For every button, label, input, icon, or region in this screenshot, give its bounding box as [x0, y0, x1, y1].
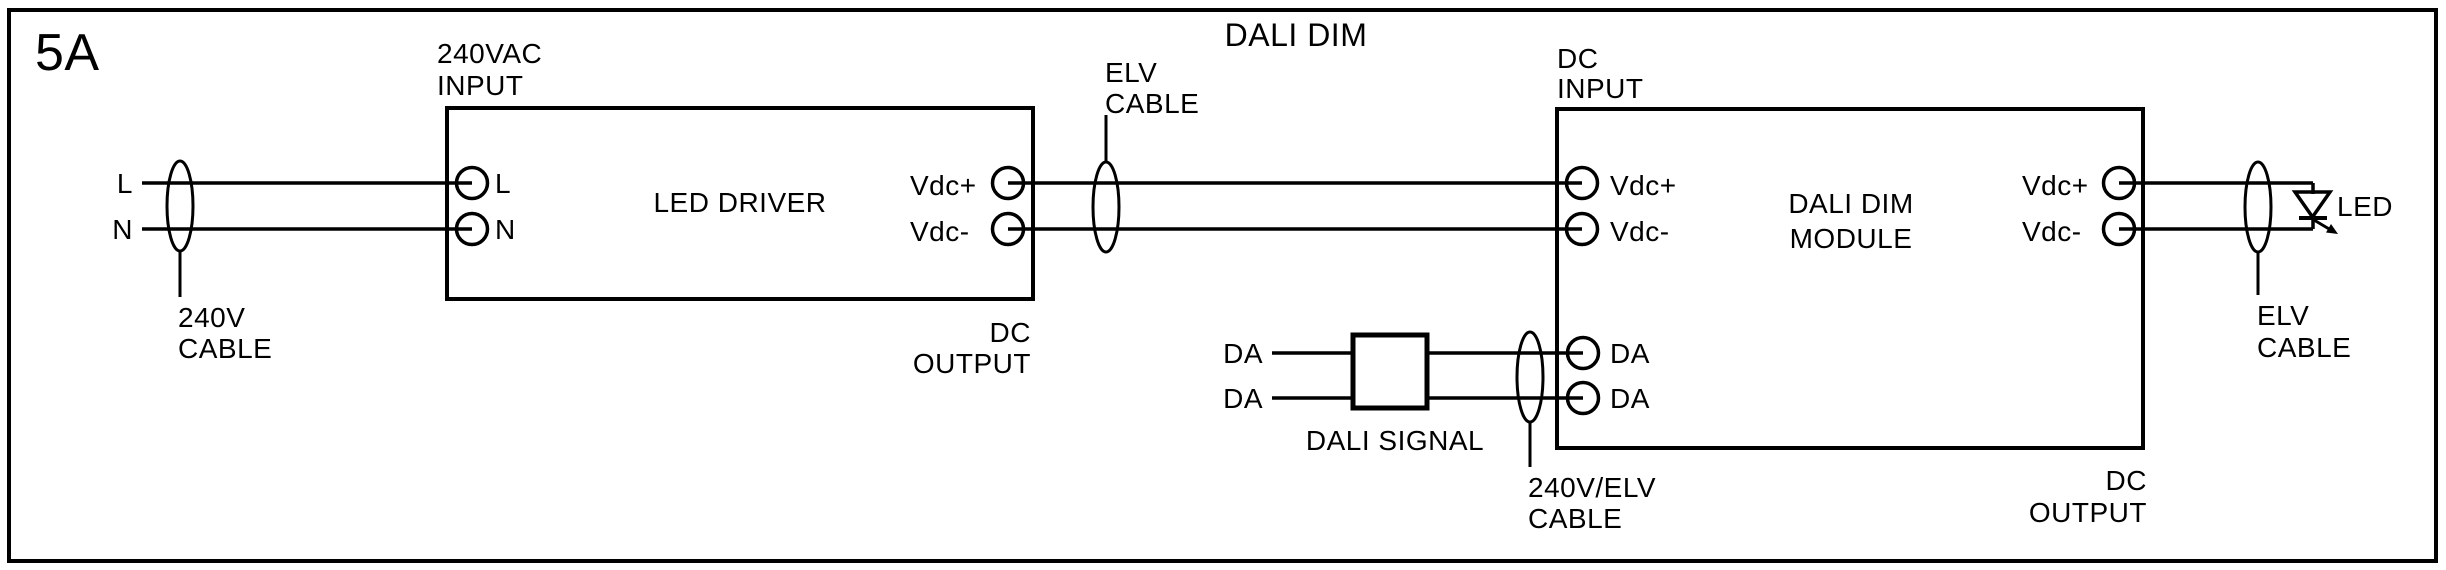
elv-cable-right-label-line1: ELV [2257, 300, 2309, 331]
dali-da-top-label: DA [1223, 338, 1263, 369]
elv-cable-right-ellipse [2243, 160, 2273, 254]
driver-terminal-l-label: L [495, 168, 511, 199]
led-diode-triangle [2291, 190, 2334, 221]
mains-l-label: L [117, 168, 133, 199]
led-driver-block: 240VAC INPUT LED DRIVER L N Vdc+ Vdc- DC… [437, 38, 1035, 379]
driver-output-label-line1: DC [990, 317, 1031, 348]
driver-input-label-line1: 240VAC [437, 38, 542, 69]
led-diode-icon [2291, 183, 2338, 234]
sheet-label: 5A [35, 24, 100, 82]
module-title-line2: MODULE [1790, 223, 1913, 254]
elv-cable-mid-label-line2: CABLE [1105, 88, 1199, 119]
module-da-top-label: DA [1610, 338, 1650, 369]
driver-terminal-n-label: N [495, 214, 516, 245]
mains-cable-label-line1: 240V [178, 302, 245, 333]
module-terminal-vdc-minus-in [1564, 211, 1600, 247]
module-output-label-line1: DC [2106, 465, 2147, 496]
module-input-label-line2: INPUT [1557, 73, 1644, 104]
elv-cable-right-label-line2: CABLE [2257, 332, 2351, 363]
module-terminal-vdc-plus-in [1564, 165, 1600, 201]
dali-signal-wiring: DA DA DALI SIGNAL 240V/ELV CABLE [1223, 330, 1656, 534]
mains-n-label: N [112, 214, 133, 245]
elv-cable-mid-label-line1: ELV [1105, 57, 1157, 88]
driver-vdc-plus-label: Vdc+ [910, 170, 977, 201]
module-title-line1: DALI DIM [1788, 188, 1913, 219]
dali-signal-box [1350, 332, 1430, 411]
led-driver-box [445, 106, 1035, 301]
mains-cable-label-line2: CABLE [178, 333, 272, 364]
led-emission-arrow-head [2326, 224, 2338, 234]
module-vdc-minus-out-label: Vdc- [2022, 216, 2082, 247]
led-driver-title: LED DRIVER [653, 187, 826, 218]
dali-signal-label: DALI SIGNAL [1306, 425, 1484, 456]
mains-cable-ellipse [165, 159, 195, 253]
elv-cable-mid-ellipse [1091, 160, 1121, 254]
led-label: LED [2337, 191, 2393, 222]
module-vdc-plus-out-label: Vdc+ [2022, 170, 2089, 201]
combo-cable-label-line2: CABLE [1528, 503, 1622, 534]
module-vdc-minus-in-label: Vdc- [1610, 216, 1670, 247]
driver-input-label-line2: INPUT [437, 70, 524, 101]
elv-cable-mid: ELV CABLE [1008, 57, 1582, 254]
combo-cable-ellipse [1515, 330, 1545, 424]
mains-input-wiring: L N 240V CABLE [112, 159, 472, 364]
combo-cable-label-line1: 240V/ELV [1528, 472, 1656, 503]
dali-da-bottom-label: DA [1223, 383, 1263, 414]
diagram-title: DALI DIM [1225, 17, 1368, 53]
led-emission-arrow-shaft [2313, 218, 2331, 231]
led-output-wiring: ELV CABLE LED [2119, 160, 2393, 363]
module-vdc-plus-in-label: Vdc+ [1610, 170, 1677, 201]
driver-vdc-minus-label: Vdc- [910, 216, 970, 247]
module-da-bottom-label: DA [1610, 383, 1650, 414]
driver-output-label-line2: OUTPUT [913, 348, 1031, 379]
dali-dim-module-block: DC INPUT DALI DIM MODULE Vdc+ Vdc- DA DA… [1555, 43, 2147, 528]
module-input-label-line1: DC [1557, 43, 1598, 74]
sheet-border [7, 8, 2438, 563]
dali-dim-module-box [1555, 107, 2145, 450]
module-output-label-line2: OUTPUT [2029, 497, 2147, 528]
